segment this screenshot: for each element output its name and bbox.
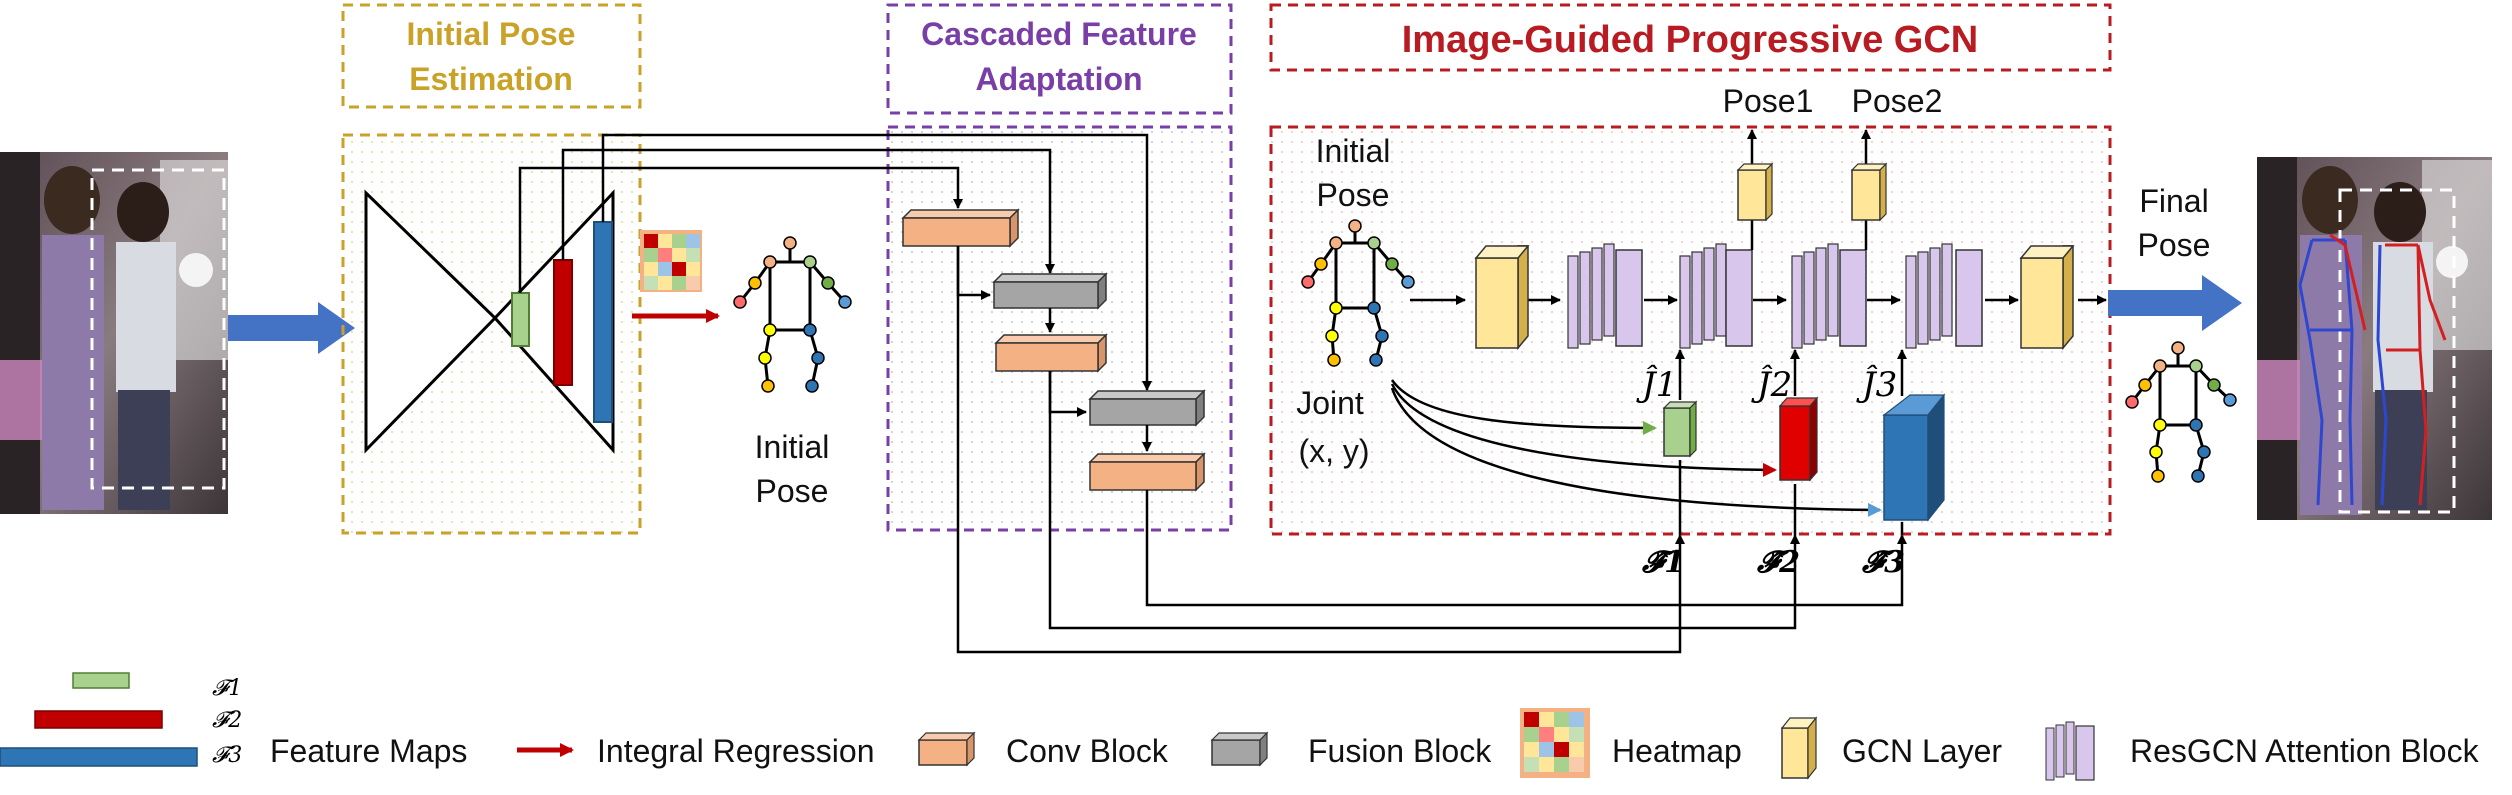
resgcn-block-2 [1679,243,1753,349]
initial-pose-label-line1: Initial [755,429,830,465]
legend: 𝓕1 𝓕2 𝓕3 Feature Maps Integral Regressio… [0,672,2480,781]
legend-conv-block-swatch [917,731,976,767]
gcn-initial-pose-joints [1301,219,1415,367]
fusion-block-1 [992,272,1108,310]
fusion-block-2 [1088,389,1206,427]
f3-hat-label: 𝓕̂3 [1861,545,1905,580]
pose-output-arrows [1747,129,1871,250]
conv-block-2 [994,333,1108,373]
resgcn-block-1 [1567,243,1643,349]
pose2-gcn-layer [1850,162,1888,222]
joint-label-line1: Joint [1296,385,1364,421]
legend-heatmap: Heatmap [1612,733,1742,769]
j3-feature-block [1882,393,1946,522]
legend-gcn-layer: GCN Layer [1842,733,2002,769]
j2-label: Ĵ2 [1751,364,1792,405]
cascaded-feature-adaptation-title-box [886,3,1233,115]
cascaded-feature-adaptation-title-line2: Adaptation [975,61,1142,97]
legend-gcn-layer-swatch [1780,716,1818,780]
final-pose-skeleton [2130,350,2232,477]
initial-pose-estimation-title-line1: Initial Pose [407,16,576,52]
f1-hat-label: 𝓕̂1 [1641,545,1685,580]
resgcn-block-4 [1905,243,1983,349]
feature-map-f1 [511,292,530,347]
legend-f2-label: 𝓕2 [212,708,242,733]
initial-pose-skeleton [738,245,847,387]
input-image [0,152,228,514]
legend-feature-maps: Feature Maps [270,733,467,769]
pose2-label: Pose2 [1852,83,1943,119]
legend-fusion-block: Fusion Block [1308,733,1492,769]
legend-f3-label: 𝓕3 [212,743,242,768]
output-image [2257,157,2492,520]
joint-curve-to-j3 [1390,387,1882,517]
gcn-title: Image-Guided Progressive GCN [1402,19,1979,61]
gcn-layer-2 [2019,245,2075,351]
final-pose-label-line2: Pose [2138,227,2211,263]
legend-resgcn-attention-block: ResGCN Attention Block [2130,733,2480,769]
j1-feature-block [1662,400,1698,458]
j3-label: Ĵ3 [1856,364,1897,405]
legend-heatmap-swatch [1520,708,1590,778]
feature-map-f2 [553,259,573,386]
feature-map-f3 [593,221,613,423]
legend-f2-swatch [34,710,163,729]
joint-curve-to-j1 [1390,379,1657,435]
gcn-initial-pose-label-line1: Initial [1316,133,1391,169]
gcn-initial-pose-label-line2: Pose [1317,177,1390,213]
pose1-label: Pose1 [1723,83,1814,119]
gcn-layer-1 [1474,245,1530,351]
legend-f1-label: 𝓕1 [212,676,242,701]
pose1-gcn-layer [1736,162,1774,222]
initial-pose-label-line2: Pose [756,473,829,509]
adapted-feature-lines [956,246,1907,654]
heatmap-small [640,230,702,292]
f2-hat-label: 𝓕̂2 [1756,545,1800,580]
legend-resgcn-swatch [2045,721,2095,781]
final-pose-label-line1: Final [2139,183,2208,219]
input-arrow [228,302,355,354]
joint-label-line2: (x, y) [1298,433,1369,469]
j2-feature-block [1778,396,1819,482]
gcn-title-box [1269,3,2112,72]
feature-to-block-connectors [518,133,1152,391]
legend-conv-block: Conv Block [1006,733,1169,769]
initial-pose-estimation-title-line2: Estimation [409,61,573,97]
legend-f1-swatch [72,672,130,689]
initial-pose-joints [733,236,852,393]
j1-label: Ĵ1 [1636,364,1677,405]
conv-block-1 [901,208,1020,248]
final-pose-joints [2125,341,2237,483]
resgcn-block-3 [1791,243,1867,349]
legend-f3-swatch [0,747,198,767]
joint-curve-to-j2 [1390,383,1777,477]
initial-pose-estimation-title-box [341,3,642,109]
j-feature-up-arrows [1675,349,1907,535]
legend-fusion-block-swatch [1210,731,1269,767]
output-arrow [2108,275,2242,331]
cascaded-feature-adaptation-title-line1: Cascaded Feature [921,16,1197,52]
conv-block-3 [1088,452,1206,492]
legend-integral-regression: Integral Regression [597,733,874,769]
